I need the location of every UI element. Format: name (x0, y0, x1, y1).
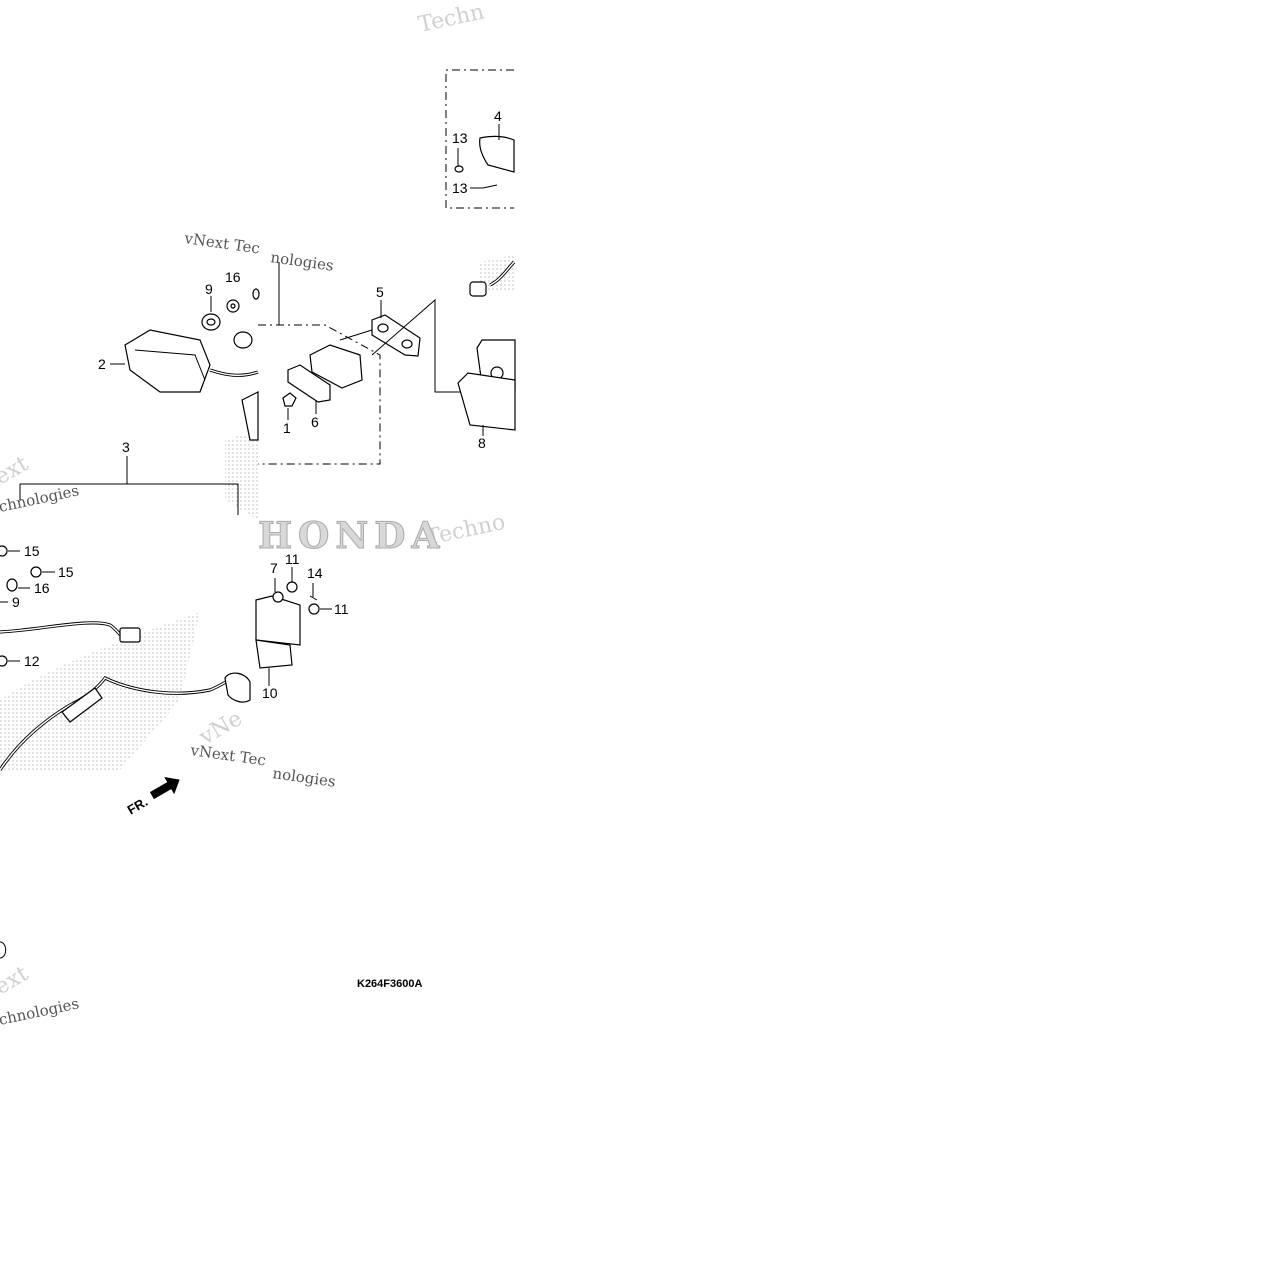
callout-15: 15 (24, 543, 40, 559)
callout-15b: 15 (58, 564, 74, 580)
watermark-text: Techn (416, 0, 486, 38)
boot-icon (224, 672, 251, 703)
callout-6: 6 (311, 414, 319, 430)
callout-16: 16 (225, 269, 241, 285)
callout-13b: 13 (452, 180, 468, 196)
inset-box-4 (445, 69, 514, 209)
watermark-text: vNext Tec (182, 229, 261, 258)
watermark-text: ext (0, 961, 33, 1000)
callout-2: 2 (98, 356, 106, 372)
callout-9: 9 (205, 281, 213, 297)
license-light-housing (479, 135, 515, 173)
wire-sleeve (61, 687, 103, 723)
connector-icon (469, 281, 487, 297)
callout-14: 14 (307, 565, 323, 581)
watermark-text: chnologies (0, 994, 81, 1029)
collar-icon (272, 591, 284, 603)
cover-10 (255, 595, 301, 646)
bulb-icon (282, 392, 297, 407)
grommet-icon (233, 331, 253, 349)
nut-icon (286, 581, 298, 593)
diagram-code: K264F3600A (357, 978, 422, 990)
lens-plate-6 (287, 364, 331, 403)
washer-icon (6, 578, 18, 592)
callout-7: 7 (270, 560, 278, 576)
callout-3: 3 (122, 439, 130, 455)
nut-icon (308, 603, 320, 615)
callout-4: 4 (494, 108, 502, 124)
callout-9b: 9 (12, 594, 20, 610)
callout-13: 13 (452, 130, 468, 146)
inset-box-assembly (258, 324, 381, 465)
arrow-icon (149, 776, 180, 800)
fr-label: FR. (125, 794, 151, 817)
callout-12: 12 (24, 653, 40, 669)
watermark-text: chnologies (0, 481, 81, 516)
nut-icon (30, 566, 42, 578)
callout-1: 1 (283, 420, 291, 436)
watermark-text: vNext Tec (188, 741, 267, 770)
front-direction-arrow: FR. (125, 776, 180, 817)
callout-8: 8 (478, 435, 486, 451)
nut-icon (0, 545, 8, 557)
honda-watermark: HONDA (258, 515, 445, 557)
wing-watermark-2 (225, 430, 258, 520)
callout-11: 11 (285, 551, 300, 567)
tail-light-lens (124, 329, 211, 393)
callout-5: 5 (376, 284, 384, 300)
callout-11b: 11 (334, 601, 349, 617)
callout-10: 10 (262, 685, 278, 701)
bracket-icon (241, 391, 259, 441)
wing-watermark (0, 612, 200, 770)
reflector-8 (457, 372, 516, 431)
callout-16b: 16 (34, 580, 50, 596)
wing-watermark-3 (480, 255, 515, 290)
bolt-icon (0, 655, 8, 667)
connector-icon (119, 627, 141, 643)
screw-icon (454, 165, 464, 173)
gasket-5 (371, 314, 421, 357)
watermark-text: nologies (271, 764, 336, 791)
socket-icon (309, 344, 363, 389)
